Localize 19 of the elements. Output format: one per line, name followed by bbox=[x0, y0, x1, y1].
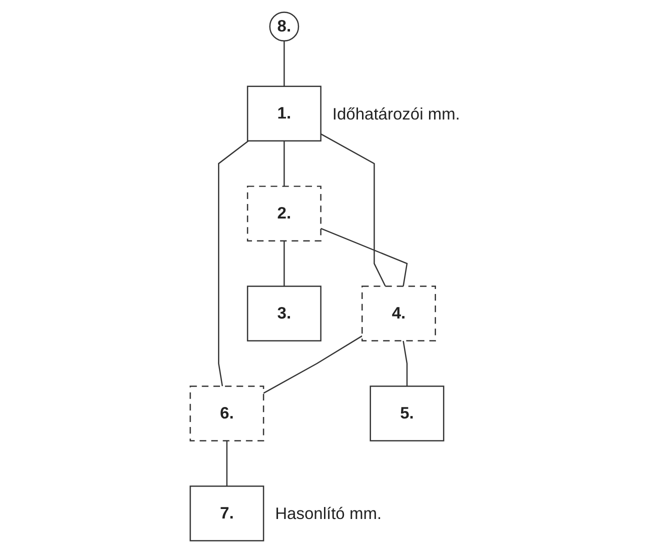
node-box: 7. bbox=[190, 485, 264, 541]
node-box: 2. bbox=[246, 185, 322, 241]
connector bbox=[283, 140, 285, 186]
node-box: 5. bbox=[370, 385, 444, 441]
node-box: 3. bbox=[246, 285, 322, 341]
node-box: 1. bbox=[246, 85, 322, 141]
node-box: 4. bbox=[361, 285, 436, 341]
connector bbox=[320, 132, 386, 286]
connector bbox=[283, 40, 285, 86]
connector bbox=[402, 340, 408, 386]
node-circle: 8. bbox=[269, 11, 300, 42]
node-caption: Időhatározói mm. bbox=[332, 104, 460, 123]
node-box: 6. bbox=[190, 385, 264, 441]
node-caption: Hasonlító mm. bbox=[275, 504, 382, 523]
connector bbox=[226, 440, 228, 486]
connector bbox=[218, 140, 249, 386]
connector bbox=[263, 334, 362, 394]
connector bbox=[283, 240, 285, 286]
connector bbox=[320, 227, 408, 286]
